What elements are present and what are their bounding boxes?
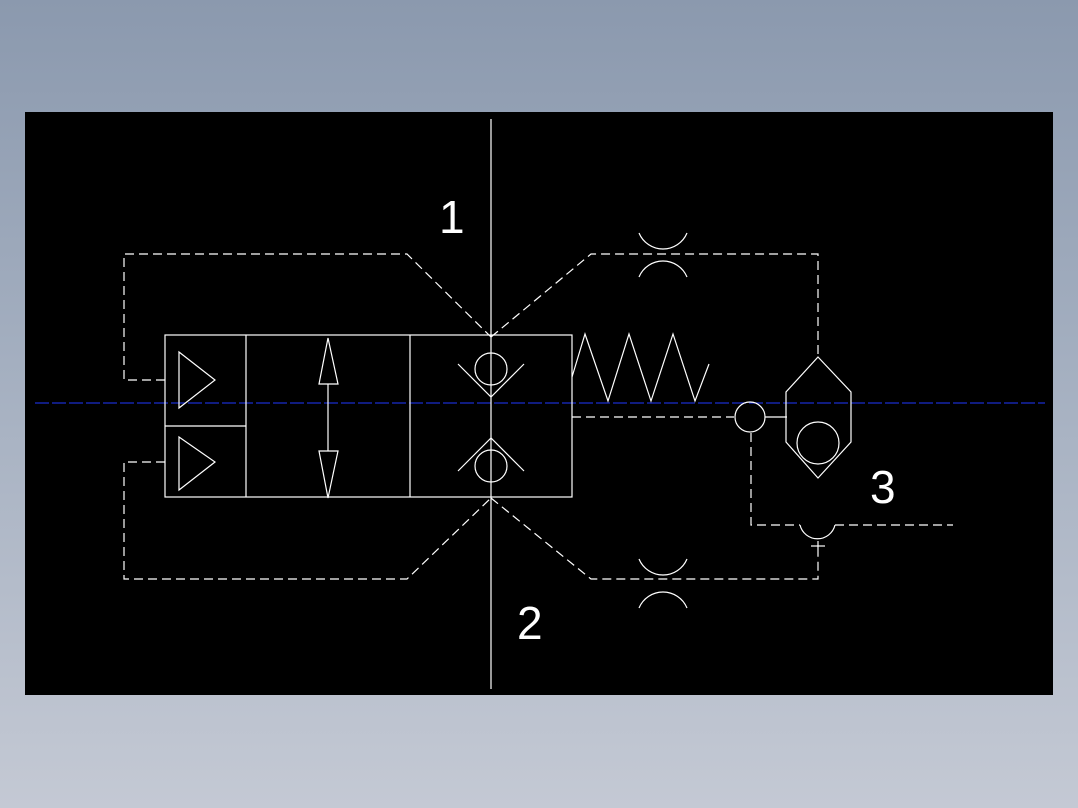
upper-orifice xyxy=(638,232,688,278)
port-3-label: 3 xyxy=(870,461,896,513)
junction-circle xyxy=(734,401,766,433)
valve-body xyxy=(164,334,573,498)
drawing-canvas: 1 2 3 xyxy=(25,112,1053,695)
hydraulic-schematic xyxy=(35,119,1045,689)
port-1-label: 1 xyxy=(439,191,465,243)
shuttle-valve xyxy=(785,356,852,479)
upper-pilot-triangle xyxy=(178,350,216,410)
line-crossing xyxy=(799,524,836,552)
pilot-lines xyxy=(123,253,953,580)
return-spring xyxy=(571,332,710,403)
lower-check-valve xyxy=(457,437,525,483)
upper-check-valve xyxy=(457,352,525,398)
double-arrow-symbol xyxy=(318,337,339,499)
port-2-label: 2 xyxy=(517,597,543,649)
lower-orifice xyxy=(638,558,688,609)
lower-pilot-triangle xyxy=(178,435,217,492)
